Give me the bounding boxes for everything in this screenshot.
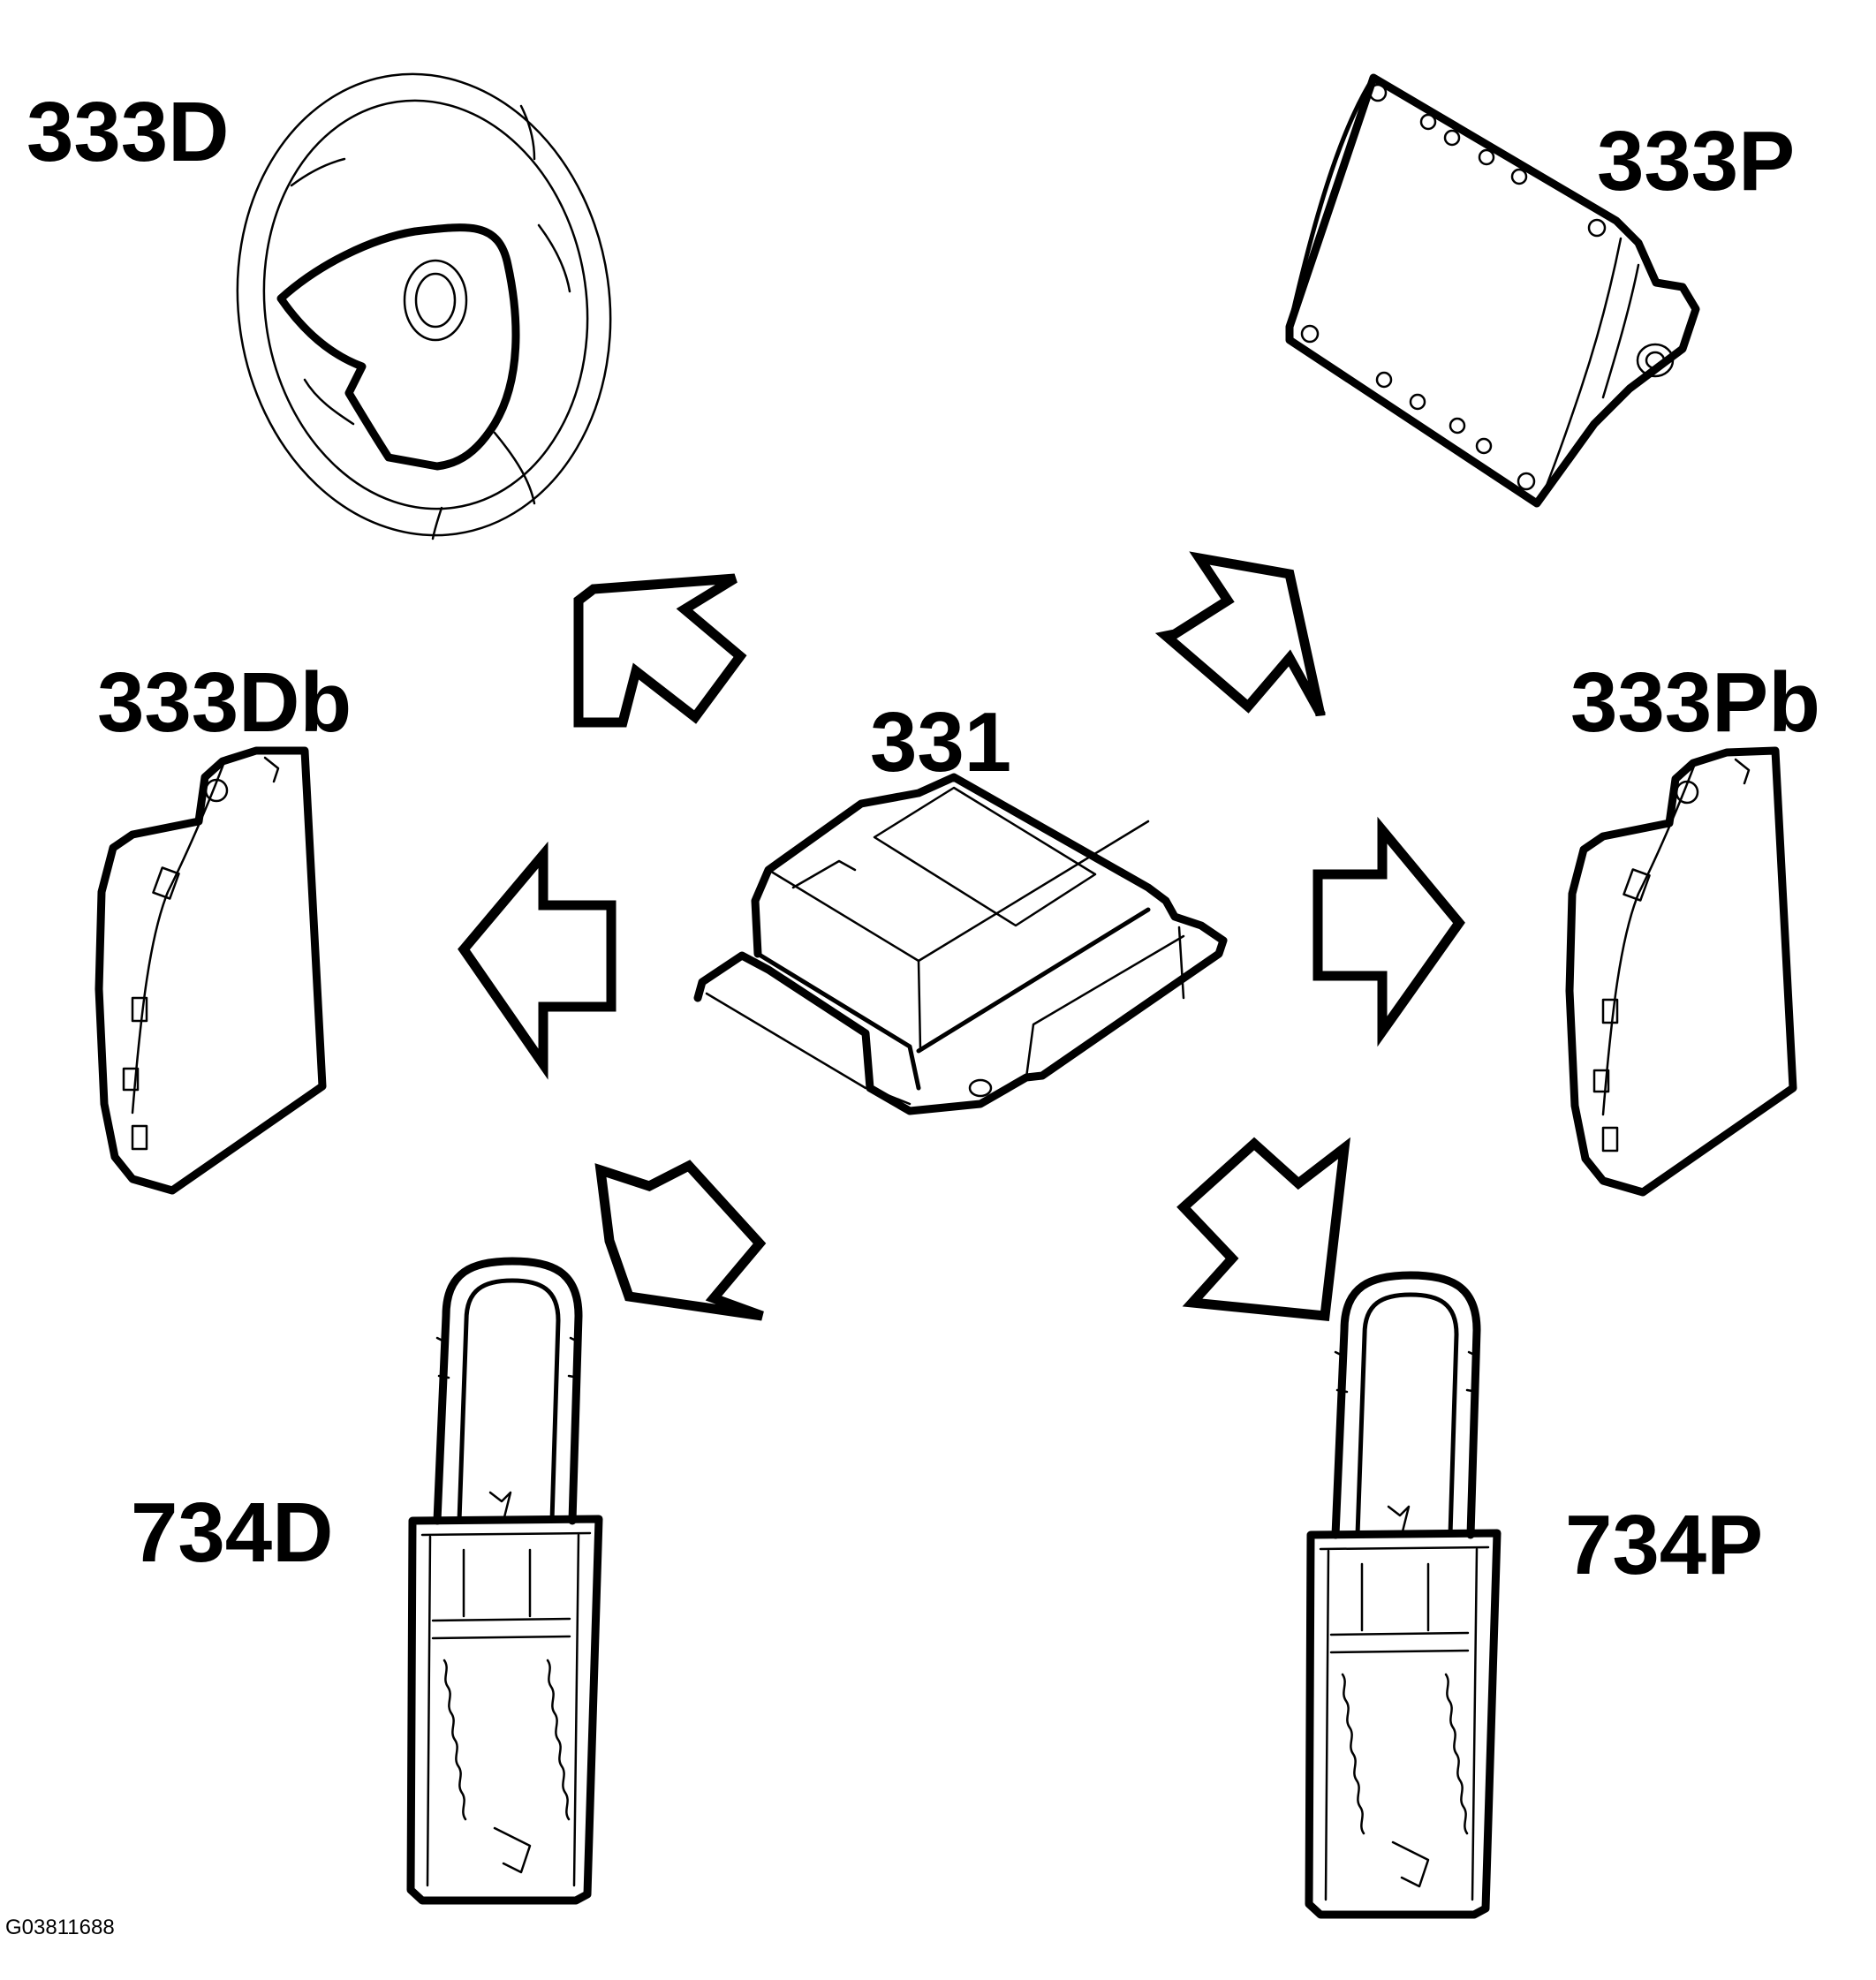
arrow-left: [458, 841, 617, 1080]
arrow-up-right: [1154, 551, 1326, 717]
arrow-up-left: [573, 573, 747, 728]
label-331: 331: [870, 695, 1011, 790]
figure-id: G03811688: [5, 1916, 115, 1939]
driver-pretensioner-illustration: [406, 1257, 603, 1905]
steering-wheel-airbag-illustration: [236, 72, 612, 540]
driver-side-airbag-illustration: [95, 746, 327, 1195]
passenger-pretensioner-illustration: [1305, 1271, 1502, 1919]
label-333p: 333P: [1597, 114, 1795, 208]
label-734d: 734D: [131, 1485, 334, 1580]
passenger-side-airbag-illustration: [1565, 746, 1797, 1197]
label-333d: 333D: [26, 85, 230, 179]
label-734p: 734P: [1565, 1498, 1763, 1592]
arrow-down-left: [594, 1160, 767, 1321]
airbag-control-module-illustration: [693, 773, 1228, 1115]
label-333pb: 333Pb: [1570, 655, 1820, 750]
arrow-right: [1312, 816, 1465, 1047]
arrow-down-right: [1176, 1137, 1350, 1322]
arrows: [458, 551, 1465, 1322]
passenger-airbag-illustration: [1285, 73, 1700, 508]
label-333db: 333Db: [97, 655, 352, 750]
